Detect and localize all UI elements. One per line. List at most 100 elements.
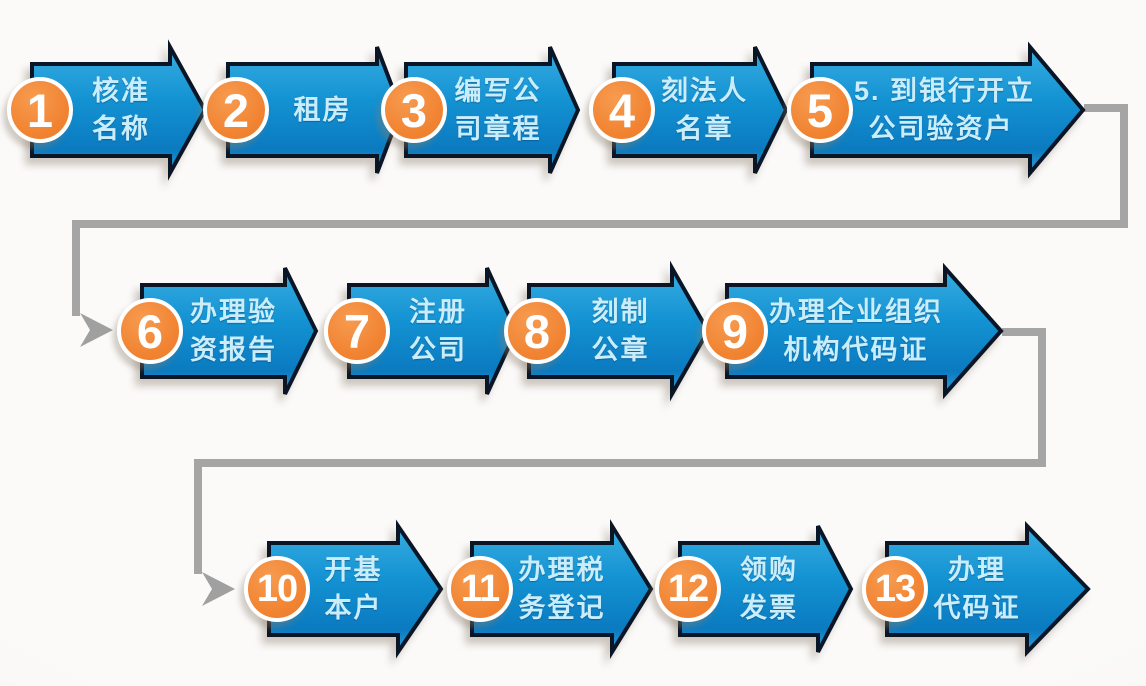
step-number-badge: 7 bbox=[324, 298, 390, 364]
step-arrow-polygon bbox=[725, 262, 1004, 400]
step-label-line: 公司 bbox=[409, 335, 467, 365]
step-arrow-shape bbox=[226, 46, 404, 174]
step-number: 10 bbox=[256, 568, 298, 610]
step-label-line: 核准 bbox=[92, 76, 150, 106]
step-number: 13 bbox=[874, 568, 916, 610]
step-label-line: 务登记 bbox=[518, 593, 606, 623]
step-arrow-polygon bbox=[527, 260, 711, 402]
step-label: 核准名称 bbox=[74, 72, 168, 148]
step-label-line: 公司验资户 bbox=[868, 114, 1014, 144]
connector-line bbox=[72, 104, 1128, 316]
step-number: 11 bbox=[460, 568, 500, 610]
step-arrow-polygon bbox=[678, 525, 854, 653]
step-number-badge: 13 bbox=[862, 556, 928, 622]
step-label-line: 名称 bbox=[92, 114, 150, 144]
step-number: 9 bbox=[721, 304, 749, 358]
flow-step-13: 13 办理代码证 bbox=[862, 521, 1091, 657]
step-arrow-shape bbox=[885, 521, 1091, 657]
step-arrow-shape bbox=[810, 41, 1086, 179]
step-number-badge: 8 bbox=[504, 298, 570, 364]
step-arrow-polygon bbox=[404, 46, 581, 174]
step-arrow-polygon bbox=[226, 46, 404, 174]
connector-arrowhead-icon bbox=[202, 572, 235, 606]
step-label-line: 办理 bbox=[948, 555, 1006, 585]
step-label-line: 领购 bbox=[740, 555, 798, 585]
flow-step-6: 6 办理验资报告 bbox=[117, 265, 319, 397]
step-arrow-polygon bbox=[347, 267, 519, 395]
step-label-line: 本户 bbox=[324, 593, 383, 623]
step-number-badge: 6 bbox=[117, 298, 183, 364]
step-number-badge: 1 bbox=[7, 77, 73, 143]
flow-step-12: 12 领购发票 bbox=[655, 523, 854, 655]
step-arrow-shape bbox=[470, 518, 654, 660]
step-arrow-polygon bbox=[267, 519, 444, 659]
step-arrow-polygon bbox=[885, 521, 1091, 657]
step-label-line: 编写公 bbox=[454, 76, 542, 106]
step-label-line: 办理税 bbox=[518, 555, 606, 585]
step-arrow-shape bbox=[30, 39, 208, 181]
flow-step-11: 11 办理税务登记 bbox=[447, 518, 654, 660]
step-label: 刻制公章 bbox=[571, 293, 670, 369]
step-label: 编写公司章程 bbox=[448, 72, 548, 148]
step-arrow-polygon bbox=[470, 518, 654, 660]
step-number: 8 bbox=[523, 304, 551, 358]
step-number: 6 bbox=[136, 304, 164, 358]
step-label: 办理税务登记 bbox=[514, 551, 610, 627]
step-label-line: 代码证 bbox=[933, 593, 1021, 623]
step-label: 刻法人名章 bbox=[656, 72, 753, 148]
step-arrow-polygon bbox=[810, 41, 1086, 179]
step-number: 2 bbox=[222, 83, 250, 137]
step-number: 1 bbox=[26, 83, 54, 137]
step-number: 5 bbox=[806, 83, 834, 137]
step-label-line: 5. 到银行开立 bbox=[854, 76, 1036, 106]
step-arrow-polygon bbox=[30, 39, 208, 181]
step-number-badge: 3 bbox=[381, 77, 447, 143]
step-label-line: 公章 bbox=[591, 335, 650, 365]
step-label-line: 刻法人 bbox=[661, 76, 748, 106]
step-label-line: 刻制 bbox=[591, 297, 650, 327]
step-arrow-shape bbox=[404, 46, 581, 174]
step-label-line: 注册 bbox=[409, 297, 467, 327]
step-label-line: 机构代码证 bbox=[783, 335, 929, 365]
step-label-line: 租房 bbox=[293, 95, 352, 125]
flow-step-9: 9 办理企业组织机构代码证 bbox=[702, 262, 1004, 400]
flow-step-4: 4 刻法人名章 bbox=[589, 44, 789, 176]
step-arrow-shape bbox=[267, 519, 444, 659]
step-number-badge: 2 bbox=[203, 77, 269, 143]
step-label: 办理企业组织机构代码证 bbox=[769, 293, 943, 369]
connector-line bbox=[194, 328, 1046, 574]
step-number-badge: 11 bbox=[447, 556, 513, 622]
connector-step5-to-step6 bbox=[72, 104, 1128, 347]
step-label: 租房 bbox=[270, 91, 375, 129]
step-number-badge: 12 bbox=[655, 556, 721, 622]
step-label: 办理验资报告 bbox=[184, 293, 283, 369]
step-number-badge: 5 bbox=[787, 77, 853, 143]
step-label-line: 资报告 bbox=[190, 335, 277, 365]
step-number: 12 bbox=[667, 568, 709, 610]
step-label-line: 发票 bbox=[740, 593, 798, 623]
step-label: 注册公司 bbox=[391, 293, 485, 369]
step-arrow-polygon bbox=[140, 267, 319, 395]
step-arrow-shape bbox=[612, 46, 789, 174]
step-arrow-shape bbox=[140, 267, 319, 395]
step-label-line: 开基 bbox=[324, 555, 383, 585]
step-number: 3 bbox=[400, 83, 428, 137]
step-label-line: 办理企业组织 bbox=[769, 297, 943, 327]
step-arrow-shape bbox=[678, 525, 854, 653]
connector-step9-to-step10 bbox=[194, 328, 1046, 606]
step-label-line: 名章 bbox=[675, 114, 734, 144]
step-arrow-shape bbox=[527, 260, 711, 402]
flow-step-2: 2 租房 bbox=[203, 44, 404, 176]
connector-arrowhead-icon bbox=[80, 313, 113, 347]
step-arrow-polygon bbox=[612, 46, 789, 174]
step-label: 开基本户 bbox=[311, 551, 396, 627]
step-label: 办理代码证 bbox=[929, 551, 1025, 627]
flow-step-5: 5 5. 到银行开立公司验资户 bbox=[787, 41, 1086, 179]
flow-step-10: 10 开基本户 bbox=[244, 519, 444, 659]
step-arrow-shape bbox=[725, 262, 1004, 400]
step-number: 4 bbox=[608, 83, 636, 137]
step-arrow-shape bbox=[347, 267, 519, 395]
step-number: 7 bbox=[343, 304, 371, 358]
flow-step-8: 8 刻制公章 bbox=[504, 260, 711, 402]
